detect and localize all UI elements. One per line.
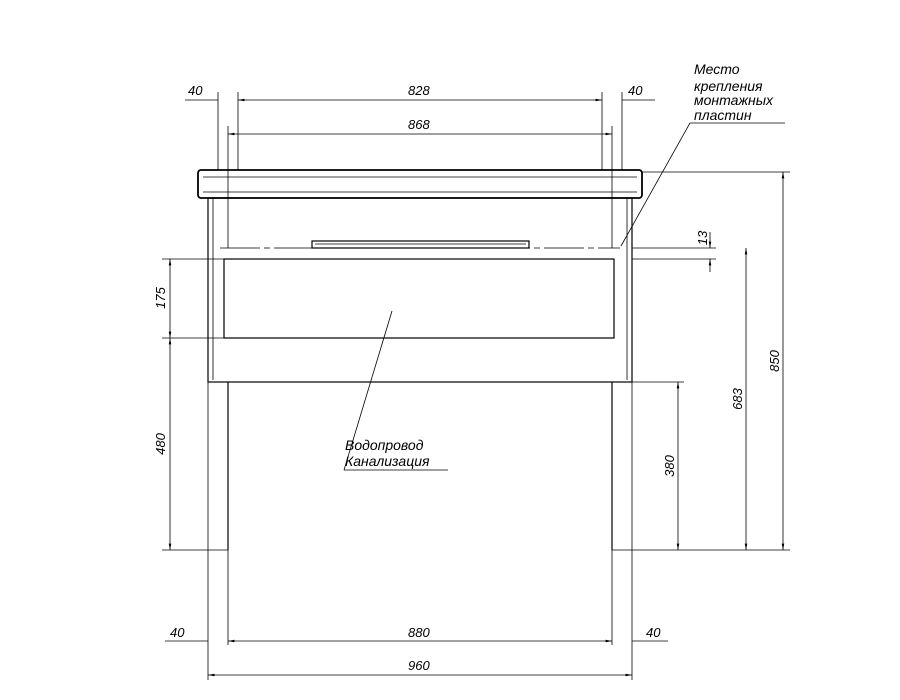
mount-note-line2: крепления <box>694 78 763 94</box>
countertop <box>197 169 643 199</box>
dim-bottom-left-40: 40 <box>170 625 185 640</box>
dim-380: 380 <box>662 454 677 476</box>
cabinet-body <box>207 197 633 383</box>
dim-top-left-40: 40 <box>188 83 203 98</box>
dim-bottom-960: 960 <box>408 658 430 673</box>
dim-13-lines <box>632 232 716 272</box>
pipe-callout-leader <box>343 310 448 471</box>
sewer-note: Канализация <box>345 453 430 469</box>
dim-175: 175 <box>153 286 168 308</box>
dim-top-right-40: 40 <box>628 83 643 98</box>
bottom-dimensions <box>165 639 668 677</box>
dim-480: 480 <box>153 432 168 454</box>
right-dimensions <box>612 171 790 551</box>
mount-note-line1: Место <box>694 61 740 77</box>
dim-top-828: 828 <box>408 83 430 98</box>
dim-top-868: 868 <box>408 117 430 132</box>
mount-callout-leader <box>620 122 785 247</box>
dim-683: 683 <box>730 387 745 409</box>
top-dimensions <box>185 92 655 248</box>
pipe-zone-hatch <box>223 258 615 339</box>
mount-note-line4: пластин <box>694 107 752 123</box>
dim-bottom-right-40: 40 <box>646 625 661 640</box>
mounting-plate-line <box>220 240 620 249</box>
wall-lines <box>207 382 633 680</box>
water-note: Водопровод <box>345 437 424 453</box>
dim-13: 13 <box>695 230 710 245</box>
mount-note-line3: монтажных <box>694 92 774 108</box>
dim-850: 850 <box>767 349 782 371</box>
dim-bottom-880: 880 <box>408 625 430 640</box>
left-dimensions <box>162 258 228 551</box>
